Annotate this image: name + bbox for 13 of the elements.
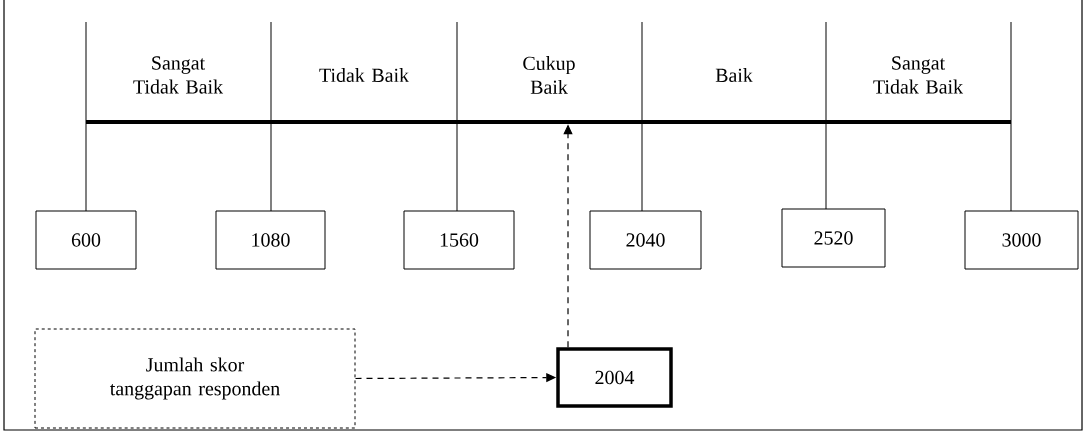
value-box: 1560 bbox=[403, 210, 515, 270]
note-box: Jumlah skor tanggapan responden bbox=[34, 328, 356, 429]
value-box: 3000 bbox=[964, 210, 1079, 270]
category-label: Tidak Baik bbox=[319, 68, 410, 82]
category-label: Sangat Tidak Baik bbox=[133, 56, 224, 94]
value-box: 600 bbox=[35, 210, 137, 270]
category-label: Cukup Baik bbox=[523, 56, 575, 94]
value-box: 2040 bbox=[589, 210, 702, 270]
value-box: 1080 bbox=[215, 210, 326, 270]
category-label: Baik bbox=[715, 68, 753, 82]
value-box: 2520 bbox=[781, 208, 886, 268]
category-label: Sangat Tidak Baik bbox=[873, 56, 964, 94]
result-box: 2004 bbox=[556, 347, 673, 408]
